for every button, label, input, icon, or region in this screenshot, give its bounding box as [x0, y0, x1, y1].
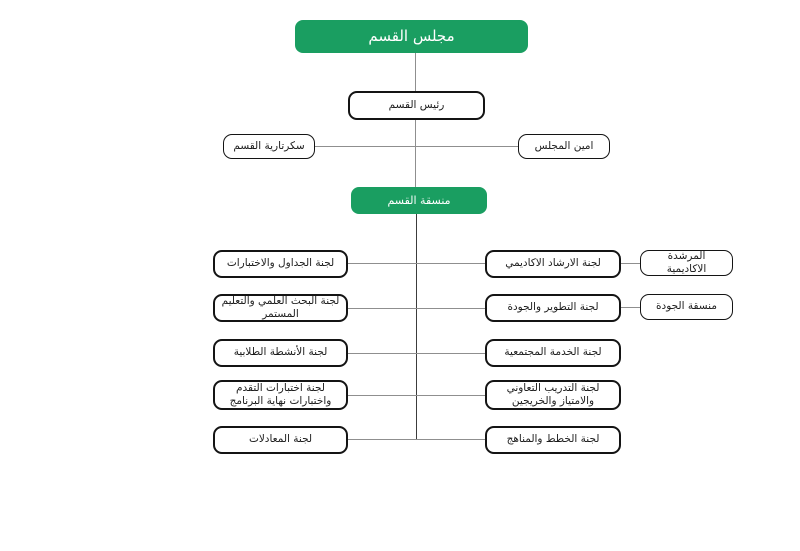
node-committee-equivalencies: لجنة المعادلات [213, 426, 348, 454]
committee-label: لجنة البحث العلمي والتعليم المستمر [221, 294, 340, 320]
node-committee-schedules-exams: لجنة الجداول والاختبارات [213, 250, 348, 278]
committee-label: المرشدة الاكاديمية [666, 249, 707, 275]
node-committee-academic-advising: لجنة الارشاد الاكاديمي [485, 250, 621, 278]
node-committee-student-activities: لجنة الأنشطة الطلابية [213, 339, 348, 367]
node-department-council-label: مجلس القسم [368, 27, 455, 46]
connector-advisor [621, 263, 640, 264]
connector-head-coordinator [415, 120, 416, 187]
committee-label: لجنة التدريب التعاوني والامتياز والخريجي… [506, 381, 600, 407]
connector-branch-row3 [347, 353, 485, 354]
connector-root-head [415, 52, 416, 91]
node-quality-coordinator: منسقة الجودة [640, 294, 733, 320]
node-council-secretary: امين المجلس [518, 134, 610, 159]
node-committee-plans-curricula: لجنة الخطط والمناهج [485, 426, 621, 454]
node-council-secretary-label: امين المجلس [534, 139, 594, 152]
committee-label: لجنة الخدمة المجتمعية [504, 346, 602, 359]
node-department-secretariat-label: سكرتارية القسم [233, 139, 305, 152]
connector-branch-row4 [348, 395, 485, 396]
connector-branch-row1 [348, 263, 485, 264]
connector-branch-row5 [348, 439, 485, 440]
node-academic-advisor: المرشدة الاكاديمية [640, 250, 733, 276]
node-committee-coop-training-alumni: لجنة التدريب التعاوني والامتياز والخريجي… [485, 380, 621, 410]
node-committee-community-service: لجنة الخدمة المجتمعية [485, 339, 621, 367]
committee-label: لجنة المعادلات [248, 433, 313, 446]
committee-label: لجنة الجداول والاختبارات [226, 257, 335, 270]
node-department-council: مجلس القسم [295, 20, 528, 53]
node-department-head-label: رئيس القسم [388, 98, 445, 111]
node-department-coordinator: منسقة القسم [351, 187, 487, 214]
connector-branch-row2 [347, 308, 485, 309]
node-department-coordinator-label: منسقة القسم [387, 193, 451, 207]
committee-label: لجنة الخطط والمناهج [506, 433, 600, 446]
node-committee-progress-final-exams: لجنة اختبارات التقدم واختبارات نهاية الب… [213, 380, 348, 410]
committee-label: لجنة الارشاد الاكاديمي [505, 257, 601, 270]
node-department-head: رئيس القسم [348, 91, 485, 120]
node-department-secretariat: سكرتارية القسم [223, 134, 315, 159]
node-committee-research-continuing-education: لجنة البحث العلمي والتعليم المستمر [213, 294, 348, 322]
committee-label: منسقة الجودة [656, 300, 717, 313]
committee-label: لجنة اختبارات التقدم واختبارات نهاية الب… [229, 381, 332, 407]
connector-spine [416, 214, 417, 440]
connector-quality [621, 307, 640, 308]
committee-label: لجنة التطوير والجودة [507, 301, 599, 314]
connector-side-horizontal [315, 146, 518, 147]
committee-label: لجنة الأنشطة الطلابية [233, 346, 328, 359]
node-committee-development-quality: لجنة التطوير والجودة [485, 294, 621, 322]
